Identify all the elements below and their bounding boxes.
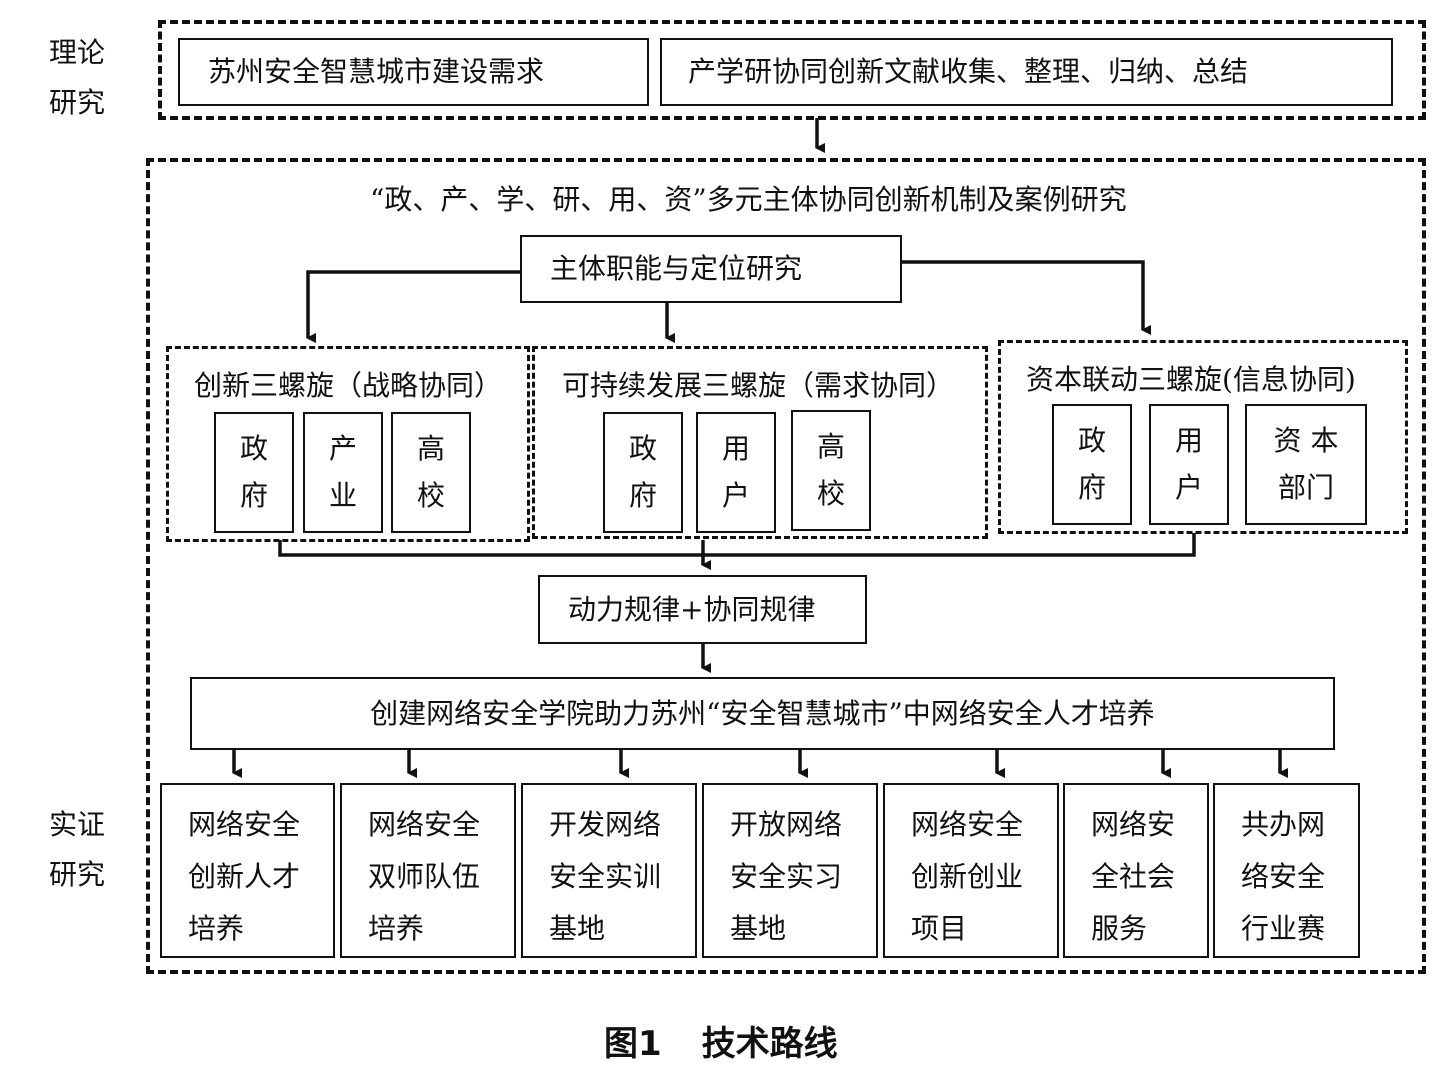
dynamics-box: 动力规律+协同规律 bbox=[538, 575, 867, 644]
main-region bbox=[146, 158, 1426, 974]
outcome-entrepreneurship: 网络安全创新创业项目 bbox=[883, 783, 1059, 958]
main-title: “政、产、学、研、用、资”多元主体协同创新机制及案例研究 bbox=[370, 183, 1127, 216]
helix-sustainable-item-university: 高校 bbox=[791, 410, 871, 531]
helix-capital-item-user: 用户 bbox=[1149, 404, 1229, 525]
figure-caption: 图1 技术路线 bbox=[604, 1016, 838, 1065]
side-label-theory: 理论 研究 bbox=[48, 36, 105, 119]
outcome-social-service: 网络安全社会服务 bbox=[1063, 783, 1209, 958]
arrow-subject-to-helix3 bbox=[901, 260, 1151, 335]
outcome-innovation-talent: 网络安全创新人才培养 bbox=[160, 783, 335, 958]
figure-title: 技术路线 bbox=[701, 1024, 838, 1064]
helix-innovation bbox=[166, 346, 530, 542]
figure-number: 图1 bbox=[604, 1024, 662, 1064]
subject-function-box: 主体职能与定位研究 bbox=[520, 235, 902, 303]
helix-sustainable-item-government: 政府 bbox=[603, 412, 683, 533]
outcome-dual-teacher: 网络安全双师队伍培养 bbox=[340, 783, 516, 958]
helix-innovation-title: 创新三螺旋（战略协同） bbox=[194, 369, 503, 402]
helix-capital-title: 资本联动三螺旋(信息协同) bbox=[1026, 363, 1356, 396]
helix-sustainable bbox=[532, 346, 988, 539]
helix-capital bbox=[998, 340, 1408, 534]
academy-box: 创建网络安全学院助力苏州“安全智慧城市”中网络安全人才培养 bbox=[190, 677, 1335, 750]
helix-sustainable-title: 可持续发展三螺旋（需求协同） bbox=[562, 369, 955, 402]
outcome-training-base: 开发网络安全实训基地 bbox=[521, 783, 697, 958]
arrow-subject-to-helix1 bbox=[306, 270, 521, 343]
outcome-industry-contest: 共办网络安全行业赛 bbox=[1213, 783, 1360, 958]
helix-innovation-item-university: 高校 bbox=[391, 412, 471, 533]
helix-sustainable-item-user: 用户 bbox=[696, 412, 776, 533]
helix-capital-item-government: 政府 bbox=[1052, 404, 1132, 525]
merge-line bbox=[278, 533, 1196, 557]
side-label-empirical: 实证 研究 bbox=[48, 808, 105, 891]
theory-region bbox=[158, 20, 1426, 120]
literature-box: 产学研协同创新文献收集、整理、归纳、总结 bbox=[660, 38, 1393, 106]
helix-capital-item-capital: 资 本部门 bbox=[1245, 404, 1367, 525]
outcome-internship-base: 开放网络安全实习基地 bbox=[702, 783, 878, 958]
city-demand-box: 苏州安全智慧城市建设需求 bbox=[178, 38, 649, 106]
helix-innovation-item-industry: 产业 bbox=[303, 412, 383, 533]
helix-innovation-item-government: 政府 bbox=[214, 412, 294, 533]
